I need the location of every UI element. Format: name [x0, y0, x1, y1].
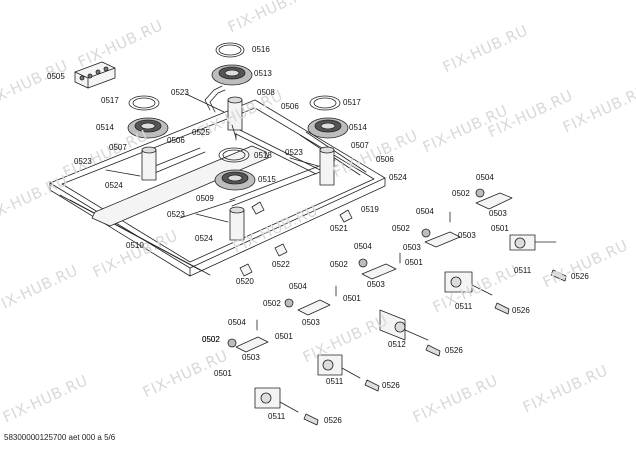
part-label: 0523	[167, 210, 185, 219]
part-label: 0502	[330, 260, 348, 269]
part-label: 0503	[242, 353, 260, 362]
part-label: 0526	[382, 381, 400, 390]
part-label: 0520	[236, 277, 254, 286]
injector-block-0505	[74, 61, 116, 89]
part-label: 0501	[491, 224, 509, 233]
part-label: 0504	[289, 282, 307, 291]
thermocouples	[105, 93, 319, 223]
gas-manifold-pipe	[91, 85, 367, 227]
hob-frame	[49, 99, 386, 277]
part-label: 0507	[109, 143, 127, 152]
part-label: 0524	[195, 234, 213, 243]
part-label: 0521	[330, 224, 348, 233]
part-label: 0505	[47, 72, 65, 81]
part-label: 0502	[202, 335, 220, 344]
part-label: 0511	[326, 377, 344, 386]
part-label: 0523	[285, 148, 303, 157]
part-label: 0516	[252, 45, 270, 54]
part-label: 0517	[101, 96, 119, 105]
part-label: 0503	[302, 318, 320, 327]
part-label: 0502	[263, 299, 281, 308]
part-label: 0526	[512, 306, 530, 315]
part-label: 0512	[388, 340, 406, 349]
part-label: 0504	[476, 173, 494, 182]
part-label: 0502	[452, 189, 470, 198]
part-label: 0501	[214, 369, 232, 378]
part-label: 0517	[343, 98, 361, 107]
part-label: 0514	[349, 123, 367, 132]
part-label: 0504	[354, 242, 372, 251]
brackets	[239, 201, 353, 277]
part-label: 0507	[351, 141, 369, 150]
part-label: 0523	[171, 88, 189, 97]
part-label: 0513	[254, 69, 272, 78]
document-footer: 58300000125700 aet 000 a 5/6	[4, 433, 116, 442]
part-label: 0503	[458, 231, 476, 240]
part-label: 0503	[403, 243, 421, 252]
part-label: 0523	[74, 157, 92, 166]
gas-taps	[254, 234, 557, 413]
part-label: 0522	[272, 260, 290, 269]
part-label: 0503	[367, 280, 385, 289]
part-label: 0525	[192, 128, 210, 137]
part-label: 0503	[489, 209, 507, 218]
part-label: 0514	[96, 123, 114, 132]
part-label: 0501	[405, 258, 423, 267]
part-label: 0526	[324, 416, 342, 425]
part-label: 0506	[167, 136, 185, 145]
part-label: 0506	[376, 155, 394, 164]
gas-pipes	[144, 129, 339, 219]
part-label: 0519	[361, 205, 379, 214]
burner-bodies	[141, 96, 335, 241]
part-label: 0526	[445, 346, 463, 355]
part-label: 0511	[514, 266, 532, 275]
part-label: 0511	[268, 412, 286, 421]
knob-spindles	[303, 269, 567, 426]
burner-rings	[127, 42, 349, 191]
part-label: 0506	[281, 102, 299, 111]
part-label: 0509	[196, 194, 214, 203]
part-label: 0511	[455, 302, 473, 311]
part-label: 0502	[392, 224, 410, 233]
part-label: 0526	[571, 272, 589, 281]
part-label: 0508	[257, 88, 275, 97]
part-label: 0501	[343, 294, 361, 303]
part-label: 0504	[416, 207, 434, 216]
ignition-switches	[227, 188, 513, 353]
part-label: 0524	[389, 173, 407, 182]
part-label: 0501	[275, 332, 293, 341]
part-label: 0510	[126, 241, 144, 250]
part-label: 0504	[228, 318, 246, 327]
part-label: 0515	[258, 175, 276, 184]
part-label: 0502	[202, 335, 220, 344]
part-label: 0524	[105, 181, 123, 190]
part-label: 0518	[254, 151, 272, 160]
